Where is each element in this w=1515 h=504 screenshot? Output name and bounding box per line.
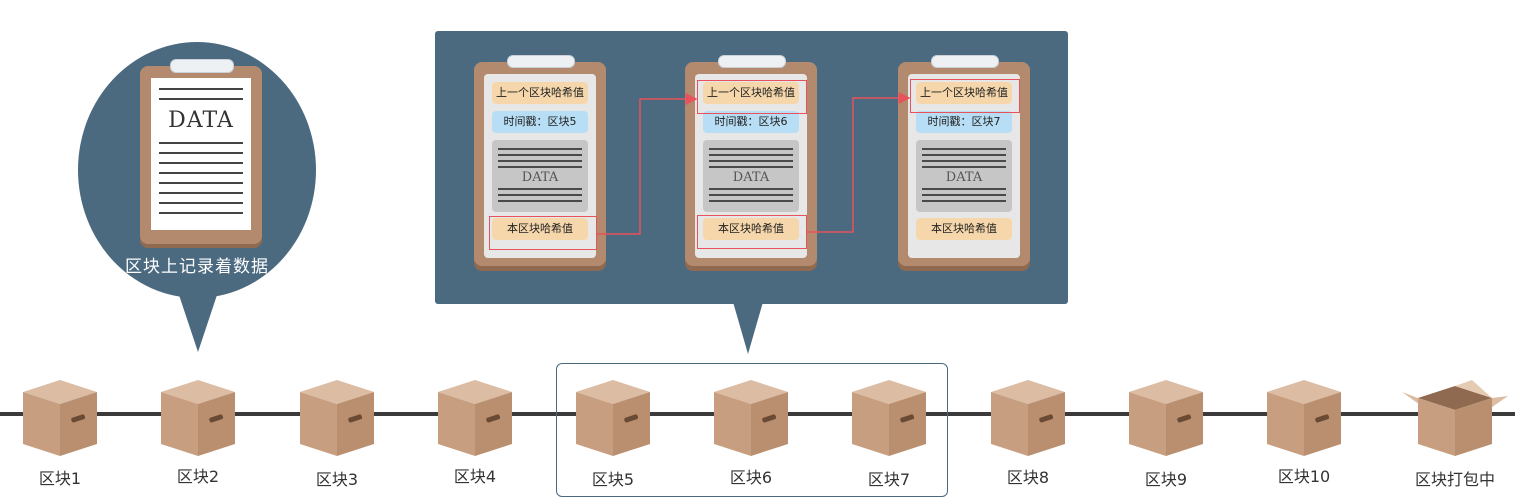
- clipboard-clip: [507, 55, 575, 68]
- clipboard-clip: [931, 55, 999, 68]
- box-icon: [989, 376, 1067, 458]
- data-sheet-label: DATA: [168, 108, 234, 133]
- block-card-sheet: 上一个区块哈希值 时间戳：区块5 DATA 本区块哈希值: [484, 74, 596, 258]
- block-label: 区块2: [176, 467, 220, 486]
- data-bubble-pointer: [178, 292, 218, 352]
- data-sheet: DATA: [151, 78, 251, 230]
- hash-link-arrow-6-7: [806, 92, 911, 233]
- prev-hash-label: 上一个区块哈希值: [916, 82, 1012, 104]
- prev-hash-label: 上一个区块哈希值: [492, 82, 588, 104]
- timestamp-label: 时间戳：区块6: [703, 111, 799, 133]
- open-box-icon: [1400, 376, 1510, 458]
- block-label: 区块打包中: [1414, 470, 1495, 489]
- highlight-prev-hash-7: [910, 79, 1020, 113]
- self-hash-label: 本区块哈希值: [916, 218, 1012, 240]
- block-card-sheet: 上一个区块哈希值 时间戳：区块6 DATA 本区块哈希值: [695, 74, 807, 258]
- block-card: 上一个区块哈希值 时间戳：区块7 DATA 本区块哈希值: [898, 55, 1030, 266]
- box-icon: [574, 376, 652, 458]
- block-label: 区块5: [591, 470, 635, 489]
- block-label: 区块10: [1277, 467, 1331, 486]
- box-icon: [712, 376, 790, 458]
- hash-link-arrow-5-6: [596, 93, 698, 235]
- block-label: 区块3: [315, 470, 359, 489]
- highlight-self-hash-5: [489, 216, 597, 250]
- clipboard-clip: [718, 55, 786, 68]
- block-data-area: DATA: [916, 140, 1012, 212]
- block-label: 区块9: [1144, 470, 1188, 489]
- box-icon: [436, 376, 514, 458]
- block-card-sheet: 上一个区块哈希值 时间戳：区块7 DATA 本区块哈希值: [908, 74, 1020, 258]
- box-icon: [159, 376, 237, 458]
- block-label: 区块1: [38, 469, 82, 488]
- block-label: 区块7: [867, 470, 911, 489]
- box-icon: [850, 376, 928, 458]
- block-label: 区块4: [453, 467, 497, 486]
- block-card: 上一个区块哈希值 时间戳：区块6 DATA 本区块哈希值: [685, 55, 817, 266]
- self-hash-label: 本区块哈希值: [703, 218, 799, 240]
- block-card: 上一个区块哈希值 时间戳：区块5 DATA 本区块哈希值: [474, 55, 606, 266]
- block-data-area: DATA: [703, 140, 799, 212]
- block-label: 区块8: [1006, 468, 1050, 487]
- highlight-prev-hash-6: [697, 80, 807, 114]
- box-icon: [1265, 376, 1343, 458]
- box-icon: [21, 376, 99, 458]
- block-detail-pointer: [733, 302, 763, 354]
- block-data-label: DATA: [732, 170, 770, 185]
- block-data-area: DATA: [492, 140, 588, 212]
- selected-blocks-frame: [556, 363, 948, 497]
- highlight-self-hash-6: [697, 215, 807, 249]
- timestamp-label: 时间戳：区块5: [492, 111, 588, 133]
- block-data-label: DATA: [521, 170, 559, 185]
- block-label: 区块6: [729, 468, 773, 487]
- bubble-caption: 区块上记录着数据: [125, 257, 269, 277]
- block-data-label: DATA: [945, 170, 983, 185]
- clipboard-clip: [170, 59, 234, 73]
- box-icon: [298, 376, 376, 458]
- prev-hash-label: 上一个区块哈希值: [703, 82, 799, 104]
- timestamp-label: 时间戳：区块7: [916, 111, 1012, 133]
- self-hash-label: 本区块哈希值: [492, 218, 588, 240]
- box-icon: [1127, 376, 1205, 458]
